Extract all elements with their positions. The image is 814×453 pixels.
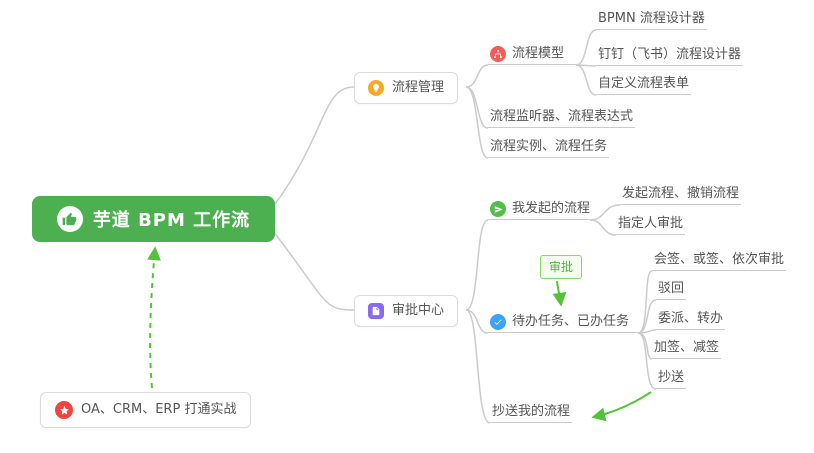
edge-td-cc <box>637 332 657 390</box>
node-bpmn-designer[interactable]: BPMN 流程设计器 <box>596 10 707 30</box>
edge-ac-todo-done <box>465 309 489 334</box>
node-instance-task[interactable]: 流程实例、流程任务 <box>488 138 610 158</box>
node-label: 抄送 <box>658 370 685 385</box>
node-root[interactable]: 芋道 BPM 工作流 <box>32 196 275 242</box>
thumbs-up-icon <box>56 206 83 232</box>
edge-root-approval-center <box>272 230 355 311</box>
node-label: 会签、或签、依次审批 <box>654 252 785 267</box>
node-custom-form[interactable]: 自定义流程表单 <box>596 75 692 95</box>
send-icon <box>490 201 506 217</box>
arrow-oa-to-root <box>147 246 162 389</box>
node-dingtalk-designer[interactable]: 钉钉（飞书）流程设计器 <box>596 46 744 66</box>
node-approval-center[interactable]: 审批中心 <box>354 295 459 327</box>
lightbulb-icon <box>368 80 384 96</box>
node-label: 自定义流程表单 <box>598 76 690 91</box>
node-label: 发起流程、撤销流程 <box>622 186 740 201</box>
root-label: 芋道 BPM 工作流 <box>92 210 251 231</box>
sitemap-icon <box>490 46 506 62</box>
node-label: 流程监听器、流程表达式 <box>490 109 634 124</box>
document-icon <box>368 303 384 319</box>
node-listener-expression[interactable]: 流程监听器、流程表达式 <box>488 108 636 128</box>
node-assignee-approval[interactable]: 指定人审批 <box>616 215 686 235</box>
edge-root-process-management <box>272 86 355 208</box>
node-process-model[interactable]: 流程模型 <box>488 45 576 65</box>
node-delegate-transfer[interactable]: 委派、转办 <box>656 310 726 330</box>
node-label: 钉钉（飞书）流程设计器 <box>598 47 742 62</box>
edge-model-bpmn <box>575 29 597 66</box>
edge-mi-initiate-revoke <box>589 204 621 221</box>
node-label: 待办任务、已办任务 <box>512 314 630 329</box>
edge-model-custom-form <box>575 64 597 96</box>
node-label: 我发起的流程 <box>512 201 591 216</box>
node-initiate-revoke[interactable]: 发起流程、撤销流程 <box>620 185 742 205</box>
node-countersign[interactable]: 会签、或签、依次审批 <box>652 251 787 271</box>
node-label: 审批中心 <box>392 303 445 318</box>
edge-ac-cc-my-process <box>465 309 491 424</box>
approval-badge: 审批 <box>540 255 583 279</box>
node-label: 驳回 <box>658 281 685 296</box>
edge-ac-my-initiated <box>465 219 489 311</box>
edge-mi-assignee <box>589 219 617 236</box>
arrow-approval-to-todo <box>552 280 567 307</box>
edge-pm-process-model <box>465 64 489 88</box>
node-cc[interactable]: 抄送 <box>656 369 687 389</box>
edge-td-reject <box>637 299 657 334</box>
node-label: OA、CRM、ERP 打通实战 <box>81 402 237 417</box>
node-my-initiated[interactable]: 我发起的流程 <box>488 200 590 220</box>
node-label: 抄送我的流程 <box>492 404 571 419</box>
node-label: 指定人审批 <box>618 216 684 231</box>
node-label: 流程实例、流程任务 <box>490 139 608 154</box>
node-oa-integration[interactable]: OA、CRM、ERP 打通实战 <box>40 392 252 428</box>
node-cc-my-process[interactable]: 抄送我的流程 <box>490 403 573 423</box>
badge-label: 审批 <box>549 260 574 274</box>
node-label: 流程模型 <box>512 46 565 61</box>
node-reject[interactable]: 驳回 <box>656 280 687 300</box>
arrow-cc-to-cc-my-process <box>591 391 652 422</box>
node-label: 流程管理 <box>392 80 445 95</box>
node-add-reduce-sign[interactable]: 加签、减签 <box>652 339 722 359</box>
star-icon <box>55 401 73 419</box>
node-process-management[interactable]: 流程管理 <box>354 72 459 104</box>
edge-pm-instance <box>465 86 489 159</box>
check-icon <box>490 314 506 330</box>
node-label: BPMN 流程设计器 <box>598 11 705 26</box>
node-label: 委派、转办 <box>658 311 724 326</box>
node-todo-done[interactable]: 待办任务、已办任务 <box>488 313 638 333</box>
node-label: 加签、减签 <box>654 340 720 355</box>
